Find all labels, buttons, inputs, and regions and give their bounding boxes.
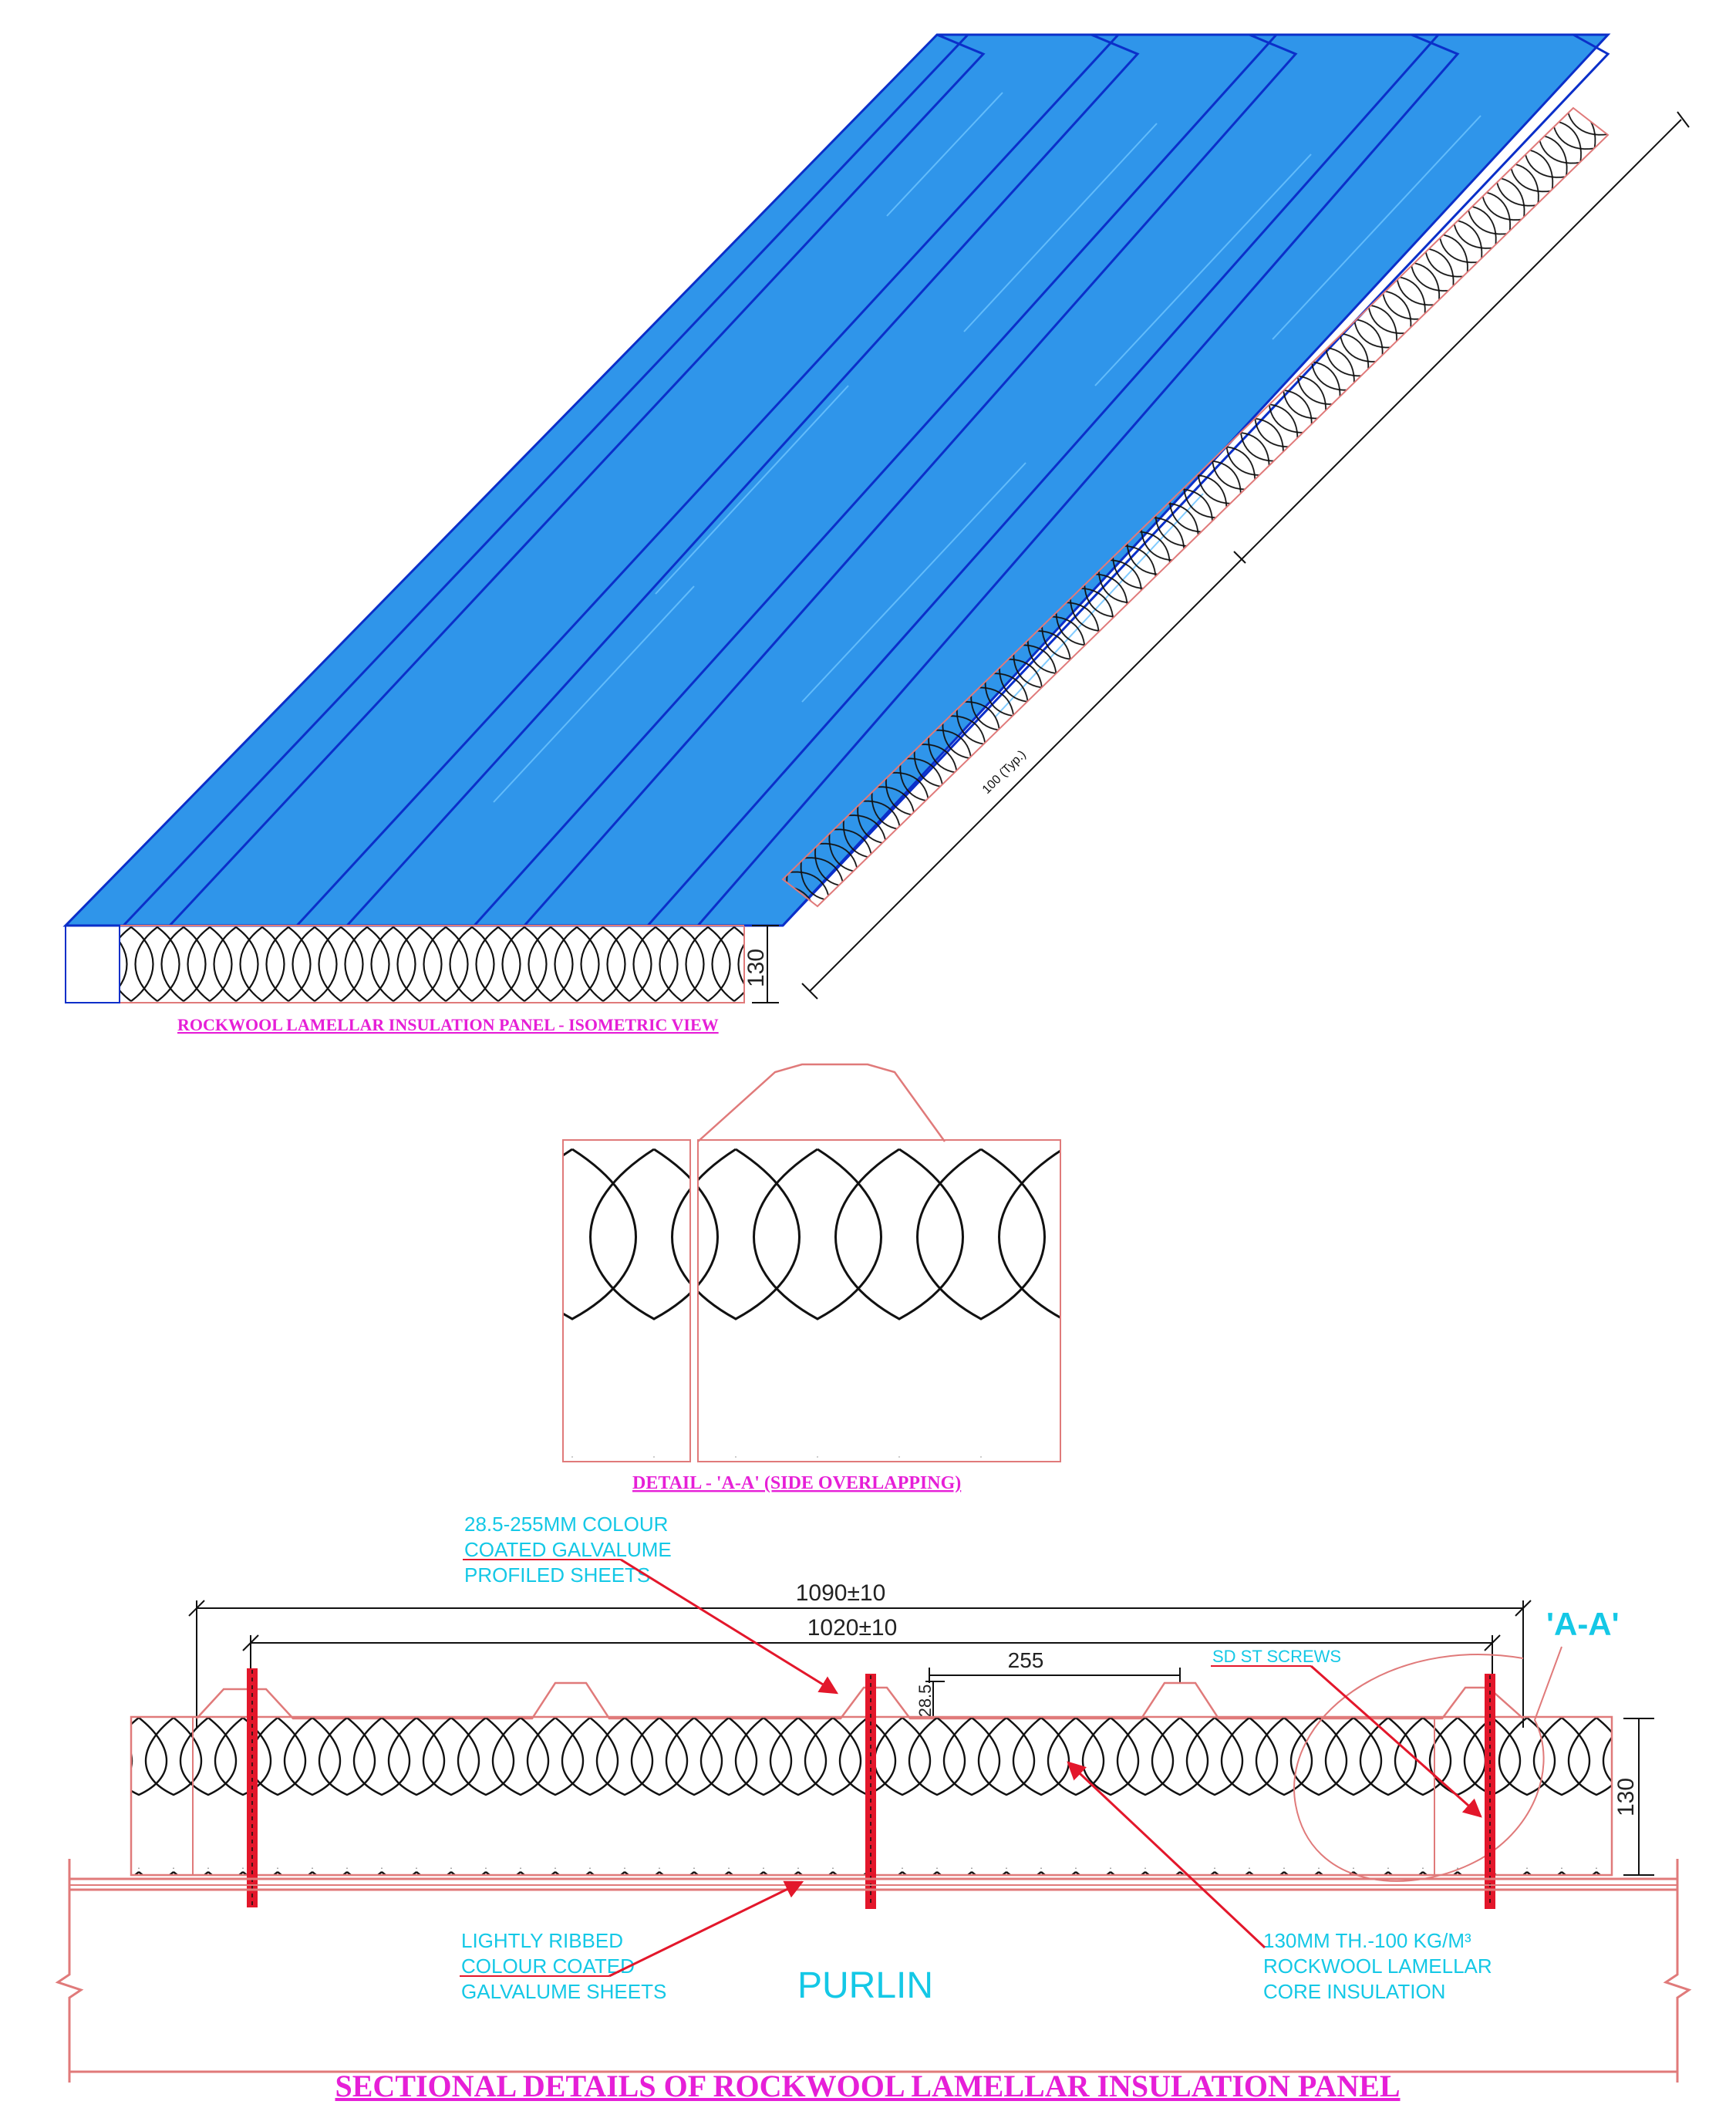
screw-middle	[865, 1674, 876, 1909]
isometric-view: 130 100 (Typ.) ROCKWOOL LAMELLAR INSULAT…	[62, 33, 1690, 1034]
callout-screws: SD ST SCREWS	[1211, 1647, 1482, 1818]
cover-dimension-label: 1020±10	[807, 1615, 898, 1641]
section-mark-label: 'A-A'	[1546, 1606, 1620, 1642]
section-cut-marker	[1293, 1646, 1562, 1882]
callout-bottom-sheet: LIGHTLY RIBBED COLOUR COATED GALVALUME S…	[460, 1880, 804, 2003]
screw-right	[1485, 1674, 1495, 1909]
sheet-highlights	[493, 92, 1481, 803]
sectional-detail: 1090±10 1020±10 255 28.5 'A-A'	[55, 1513, 1692, 2103]
detail-aa: DETAIL - 'A-A' (SIDE OVERLAPPING)	[562, 1063, 1061, 1493]
callout-top-sheet-line-3: PROFILED SHEETS	[464, 1563, 650, 1587]
iso-thickness-dimension	[752, 925, 779, 1003]
detail-left-panel	[562, 1139, 691, 1462]
callout-core-line-3: CORE INSULATION	[1263, 1980, 1445, 2003]
callout-top-sheet: 28.5-255MM COLOUR COATED GALVALUME PROFI…	[463, 1513, 839, 1695]
overall-dimension-label: 1090±10	[796, 1580, 886, 1606]
isometric-title: ROCKWOOL LAMELLAR INSULATION PANEL - ISO…	[177, 1015, 719, 1034]
detail-aa-title: DETAIL - 'A-A' (SIDE OVERLAPPING)	[632, 1473, 961, 1493]
section-title: SECTIONAL DETAILS OF ROCKWOOL LAMELLAR I…	[335, 2069, 1401, 2103]
section-thickness-dimension	[1623, 1718, 1654, 1876]
purlin	[55, 1859, 1692, 2083]
top-profiled-sheet	[196, 1681, 1524, 1720]
callout-bottom-sheet-line-3: GALVALUME SHEETS	[461, 1980, 666, 2003]
overall-dimension	[188, 1600, 1532, 1728]
callout-core: 130MM TH.-100 KG/M³ ROCKWOOL LAMELLAR CO…	[1067, 1761, 1492, 2003]
purlin-label: PURLIN	[797, 1965, 933, 2006]
insulation-front-face	[119, 925, 745, 1003]
profiled-sheet	[62, 33, 1611, 927]
pitch-dimension-label: 255	[1008, 1648, 1044, 1672]
insulation-side-strip	[781, 106, 1610, 908]
detail-right-panel	[697, 1139, 1061, 1462]
callout-core-line-1: 130MM TH.-100 KG/M³	[1263, 1929, 1471, 1952]
section-thickness-label: 130	[1613, 1778, 1639, 1816]
callout-core-line-2: ROCKWOOL LAMELLAR	[1263, 1954, 1492, 1978]
screw-left	[247, 1668, 258, 1907]
detail-top-sheet	[697, 1063, 946, 1142]
callout-bottom-sheet-line-1: LIGHTLY RIBBED	[461, 1929, 623, 1952]
callout-top-sheet-line-1: 28.5-255MM COLOUR	[464, 1513, 668, 1536]
iso-edge-dimension	[801, 111, 1690, 1000]
rib-height-label: 28.5	[915, 1685, 935, 1718]
iso-thickness-label: 130	[743, 949, 769, 987]
screws	[247, 1668, 1495, 1909]
callout-bottom-sheet-line-2: COLOUR COATED	[461, 1954, 635, 1978]
iso-edge-label: 100 (Typ.)	[980, 748, 1029, 797]
callout-screws-line-1: SD ST SCREWS	[1212, 1647, 1341, 1666]
pitch-dimension	[929, 1668, 1181, 1683]
callout-top-sheet-line-2: COATED GALVALUME	[464, 1538, 672, 1561]
